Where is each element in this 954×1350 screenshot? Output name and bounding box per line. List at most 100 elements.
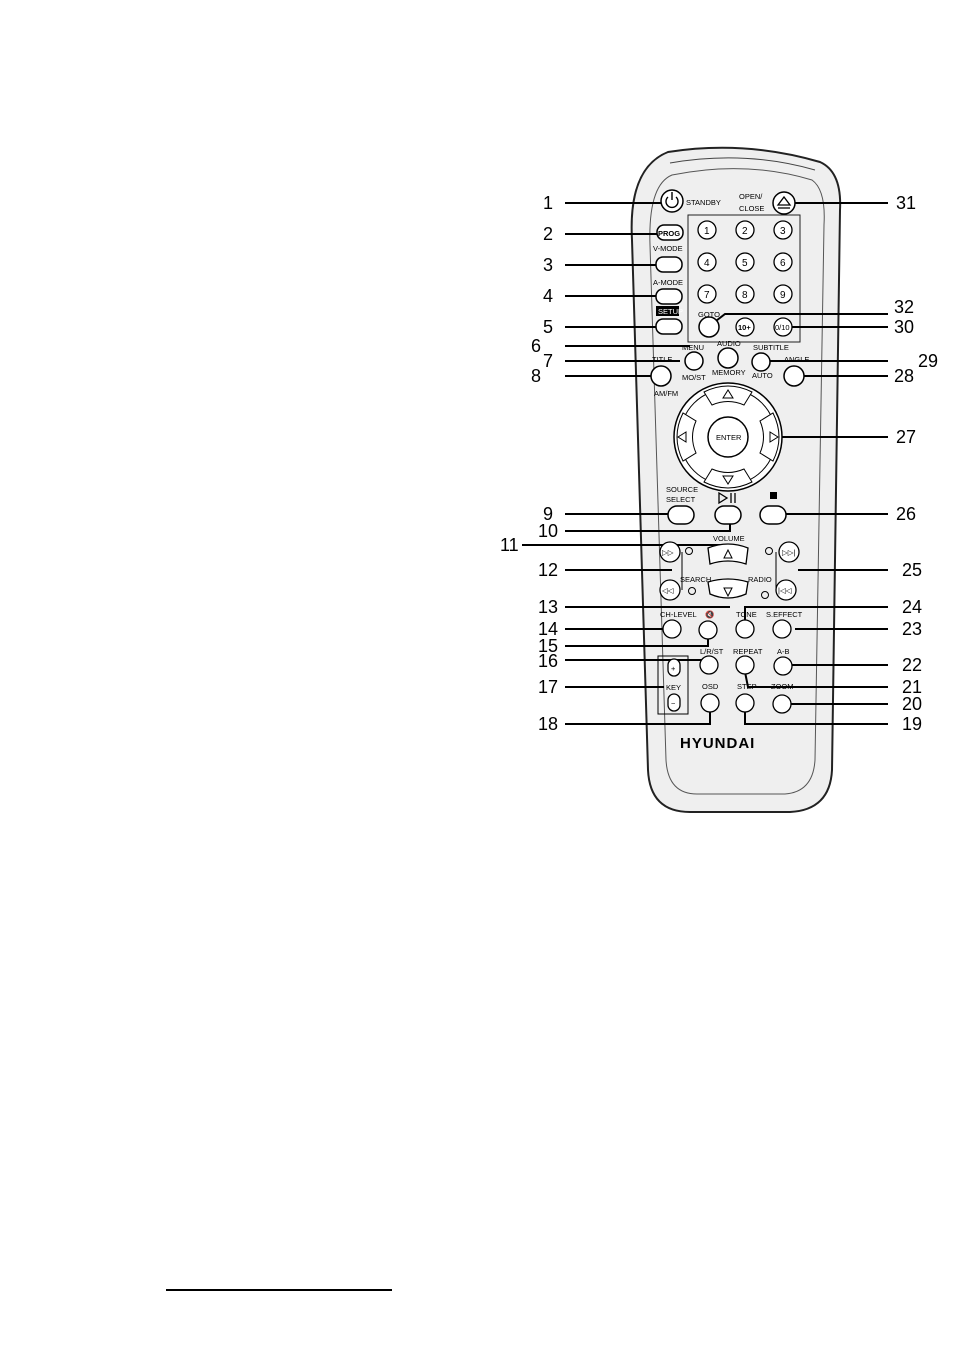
backward-search-button[interactable] <box>659 579 681 601</box>
nav-down-button[interactable] <box>703 468 753 489</box>
callout-30: 30 <box>894 317 914 337</box>
lr-st-button[interactable] <box>699 655 719 675</box>
a-mode-button[interactable] <box>655 288 683 305</box>
next-radio-button[interactable] <box>778 541 800 563</box>
stop-icon <box>770 492 777 499</box>
digit-5-button[interactable] <box>735 252 755 272</box>
callout-5: 5 <box>543 317 553 337</box>
repeat-button[interactable] <box>735 655 755 675</box>
callout-26: 26 <box>896 504 916 524</box>
callout-2: 2 <box>543 224 553 244</box>
a-mode-label: A-MODE <box>653 278 683 287</box>
key-minus-icon: − <box>671 699 676 708</box>
callout-16: 16 <box>538 651 558 671</box>
stop-button[interactable] <box>759 505 787 525</box>
callout-15: 15 <box>538 636 558 656</box>
angle-button[interactable] <box>783 365 805 387</box>
angle-label: ANGLE <box>784 355 809 364</box>
digit-9-button[interactable] <box>773 284 793 304</box>
callout-20: 20 <box>902 694 922 714</box>
search-label: SEARCH <box>680 575 711 584</box>
ch-level-button[interactable] <box>662 619 682 639</box>
left-callouts: 1 2 3 4 5 6 7 8 9 10 11 12 13 14 15 16 1… <box>500 193 558 734</box>
enter-label: ENTER <box>716 433 742 442</box>
v-mode-label: V-MODE <box>653 244 683 253</box>
menu-label: MENU <box>682 343 704 352</box>
ten-plus-button[interactable] <box>735 317 755 337</box>
prog-button[interactable] <box>656 224 684 241</box>
step-label: STEP <box>737 682 757 691</box>
setup-button[interactable] <box>655 318 683 335</box>
callout-32: 32 <box>894 297 914 317</box>
source-select-button[interactable] <box>667 505 695 525</box>
zoom-button[interactable] <box>772 694 792 714</box>
step-button[interactable] <box>735 693 755 713</box>
remote-top-ridge <box>669 157 816 171</box>
setup-badge <box>656 306 679 316</box>
play-pause-button[interactable] <box>714 505 742 525</box>
fast-forward-icon: ▷▷ <box>662 548 675 557</box>
power-icon <box>665 192 679 209</box>
v-mode-button[interactable] <box>655 256 683 273</box>
enter-button[interactable] <box>707 416 749 458</box>
open-close-label-2: CLOSE <box>739 204 764 213</box>
standby-label: STANDBY <box>686 198 721 207</box>
s-effect-label: S.EFFECT <box>766 610 803 619</box>
ten-plus-label: 10+ <box>738 323 751 332</box>
digit-6: 6 <box>780 258 786 269</box>
digit-3-button[interactable] <box>773 220 793 240</box>
callout-21: 21 <box>902 677 922 697</box>
goto-button[interactable] <box>698 316 720 338</box>
osd-button[interactable] <box>700 693 720 713</box>
digit-4-button[interactable] <box>697 252 717 272</box>
forward-search-button[interactable] <box>659 541 681 563</box>
key-minus-button[interactable] <box>667 693 681 712</box>
nav-up-button[interactable] <box>703 385 753 406</box>
rewind-icon: ◁◁ <box>662 586 675 595</box>
callout-31: 31 <box>896 193 916 213</box>
standby-button[interactable] <box>660 189 684 213</box>
title-button[interactable] <box>650 365 672 387</box>
eject-icon <box>776 195 792 209</box>
volume-down-icon <box>723 587 733 598</box>
subtitle-button[interactable] <box>751 352 771 372</box>
digit-9: 9 <box>780 290 786 301</box>
callout-14: 14 <box>538 619 558 639</box>
radio-label: RADIO <box>748 575 772 584</box>
digit-1-button[interactable] <box>697 220 717 240</box>
title-label: TITLE <box>652 355 672 364</box>
callout-25: 25 <box>902 560 922 580</box>
zero-ten-button[interactable] <box>773 317 793 337</box>
a-b-label: A-B <box>777 647 790 656</box>
digit-6-button[interactable] <box>773 252 793 272</box>
digit-1: 1 <box>704 226 710 237</box>
s-effect-button[interactable] <box>772 619 792 639</box>
audio-button[interactable] <box>717 347 739 369</box>
callout-29: 29 <box>918 351 938 371</box>
menu-button[interactable] <box>684 351 704 371</box>
search-plus-icon <box>685 547 693 555</box>
callout-22: 22 <box>902 655 922 675</box>
callout-24: 24 <box>902 597 922 617</box>
arrow-up-icon <box>722 389 734 399</box>
radio-plus-icon <box>765 547 773 555</box>
footnote-rule <box>166 1289 392 1291</box>
goto-label: GOTO <box>698 310 720 319</box>
callout-4: 4 <box>543 286 553 306</box>
setup-label: SETUP <box>658 307 683 316</box>
digit-8-button[interactable] <box>735 284 755 304</box>
digit-8: 8 <box>742 290 748 301</box>
mute-button[interactable] <box>698 620 718 640</box>
volume-up-icon <box>723 548 733 559</box>
digit-7-button[interactable] <box>697 284 717 304</box>
volume-up-button[interactable] <box>707 543 749 565</box>
tone-button[interactable] <box>735 619 755 639</box>
key-plus-button[interactable] <box>667 658 681 677</box>
callout-1: 1 <box>543 193 553 213</box>
digit-2-button[interactable] <box>735 220 755 240</box>
arrow-down-icon <box>722 475 734 485</box>
a-b-button[interactable] <box>773 656 793 676</box>
callout-3: 3 <box>543 255 553 275</box>
open-close-button[interactable] <box>772 191 796 215</box>
search-minus-icon <box>688 587 696 595</box>
